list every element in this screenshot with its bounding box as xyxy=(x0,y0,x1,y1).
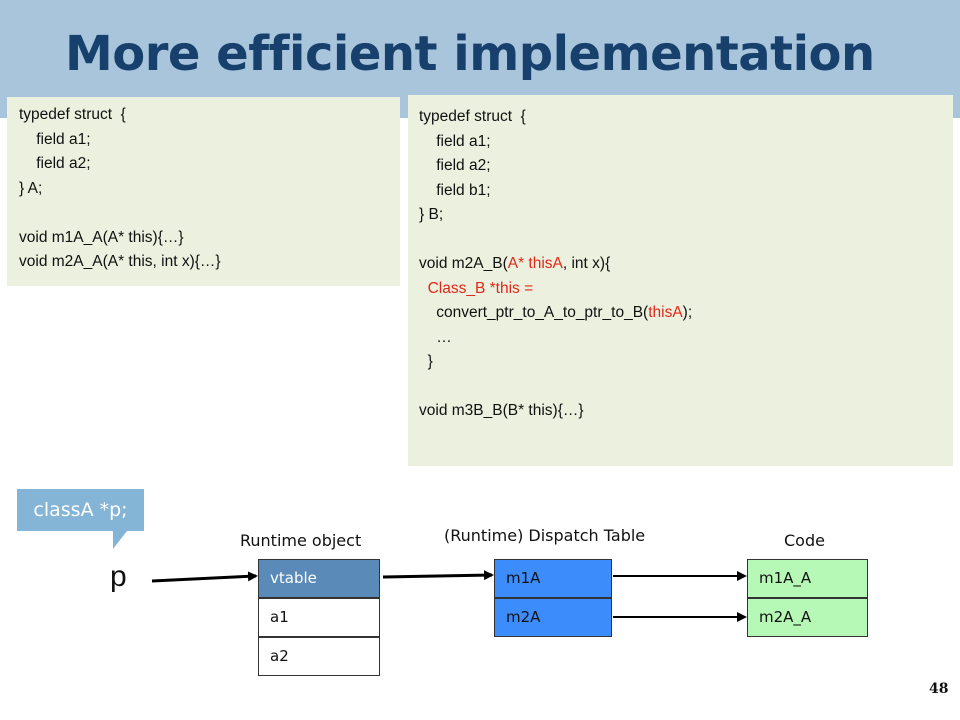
runtime-object-label: Runtime object xyxy=(240,531,362,550)
callout-bubble: classA *p; xyxy=(17,489,144,531)
dispatch-m2a-cell: m2A xyxy=(494,598,612,637)
dispatch-table-label: (Runtime) Dispatch Table xyxy=(444,526,646,545)
code-line-highlight: Class_B *this = xyxy=(419,279,534,297)
code-block-struct-b: typedef struct { field a1; field a2; fie… xyxy=(408,95,953,466)
code-line: } A; xyxy=(19,179,43,197)
callout-tail xyxy=(113,531,127,549)
code-block-struct-a: typedef struct { field a1; field a2; } A… xyxy=(7,97,400,286)
code-line: typedef struct { xyxy=(419,108,526,125)
code-label: Code xyxy=(784,531,825,550)
code-text: , int x){ xyxy=(562,255,611,272)
code-line: … xyxy=(419,328,452,346)
runtime-object-a1-cell: a1 xyxy=(258,598,380,637)
code-m1a-a-cell: m1A_A xyxy=(747,559,868,598)
runtime-object-a2-cell: a2 xyxy=(258,637,380,676)
code-line: void m1A_A(A* this){…} xyxy=(19,228,184,246)
arrow-vtable-to-dispatch xyxy=(382,570,494,581)
code-text: void m2A_B( xyxy=(419,255,508,272)
code-line: field a2; xyxy=(19,155,91,172)
code-line: } B; xyxy=(419,206,444,223)
slide-title: More efficient implementation xyxy=(65,26,875,82)
code-line: field a1; xyxy=(419,132,491,150)
code-line: typedef struct { xyxy=(19,106,126,123)
code-text: convert_ptr_to_A_to_ptr_to_B( xyxy=(419,304,649,321)
code-m2a-a-cell: m2A_A xyxy=(747,598,868,637)
code-line: void m3B_B(B* this){…} xyxy=(419,402,584,419)
code-text: ); xyxy=(682,304,693,321)
code-highlight: thisA xyxy=(648,304,683,321)
runtime-object-vtable-cell: vtable xyxy=(258,559,380,598)
code-line: field a2; xyxy=(419,157,491,174)
page-number: 48 xyxy=(929,681,949,697)
code-line: void m2A_A(A* this, int x){…} xyxy=(19,253,221,270)
code-line-blank xyxy=(419,228,953,253)
code-line: field a1; xyxy=(19,130,91,148)
code-line xyxy=(19,201,400,226)
pointer-p-label: p xyxy=(110,560,127,593)
arrow-p-to-vtable xyxy=(151,571,258,583)
code-line: convert_ptr_to_A_to_ptr_to_B(thisA); xyxy=(419,301,953,326)
code-line: field b1; xyxy=(419,181,491,199)
dispatch-m1a-cell: m1A xyxy=(494,559,612,598)
code-highlight: A* thisA xyxy=(507,255,563,272)
code-line: void m2A_B(A* thisA, int x){ xyxy=(419,252,953,277)
code-line: } xyxy=(419,353,433,370)
code-line-blank xyxy=(419,375,953,400)
